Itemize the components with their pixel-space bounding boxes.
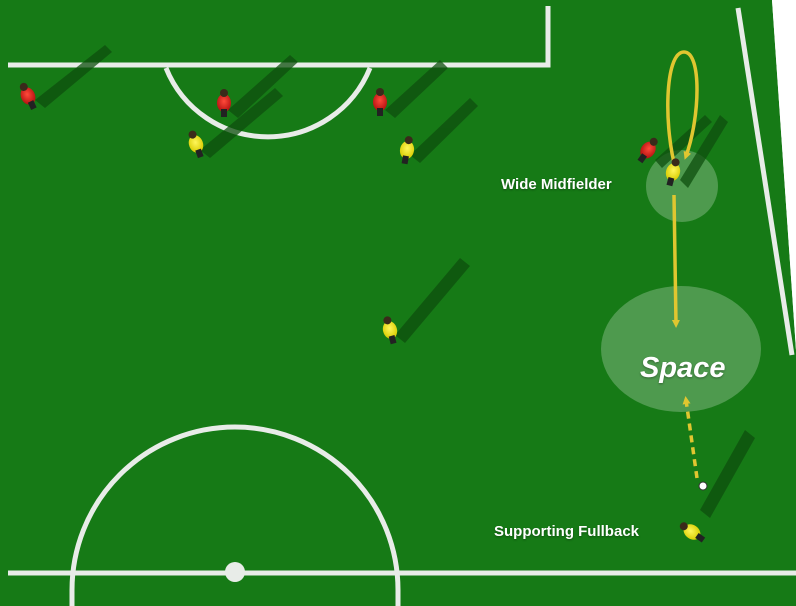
- ball-icon: [699, 482, 707, 490]
- space-label: Space: [640, 352, 725, 385]
- wide-midfielder-label: Wide Midfielder: [501, 176, 612, 193]
- space-zone: [601, 286, 761, 412]
- center-spot: [225, 562, 245, 582]
- run-into-space-arrow: [674, 195, 676, 324]
- supporting-fullback-label: Supporting Fullback: [494, 523, 639, 540]
